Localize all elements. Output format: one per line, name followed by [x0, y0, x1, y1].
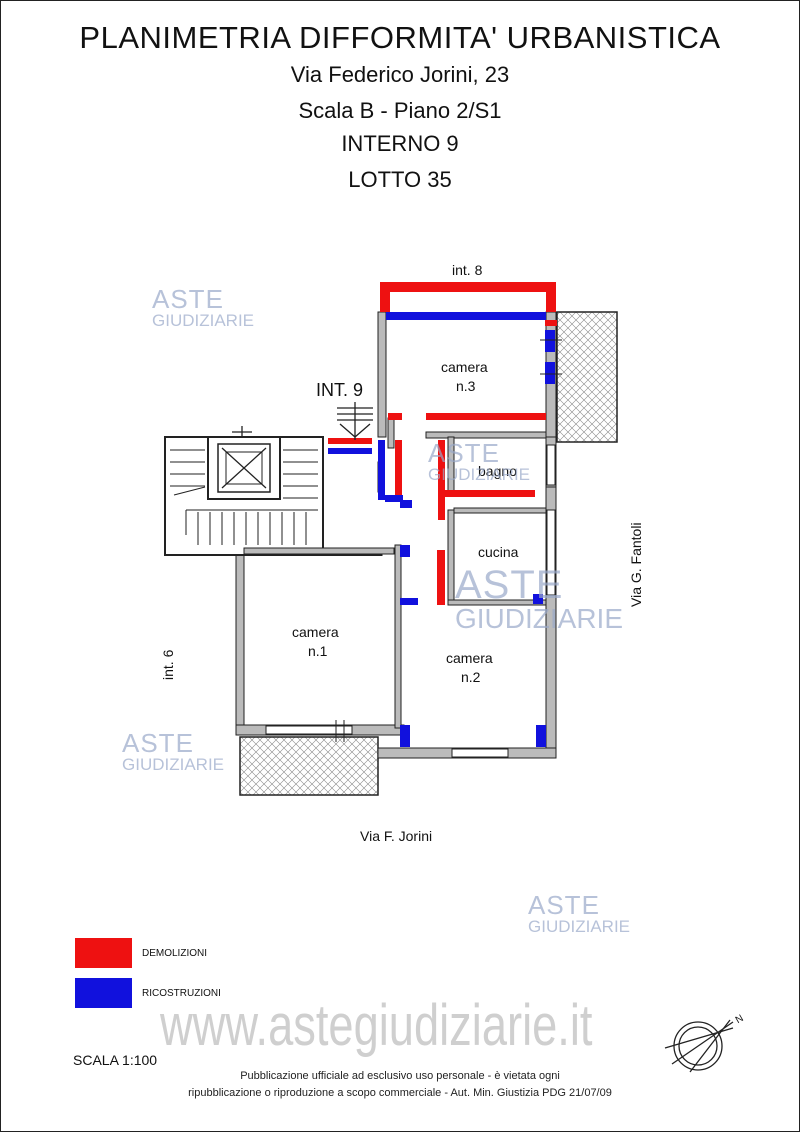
- room-bagno: bagno: [478, 463, 517, 479]
- street-bottom-label: Via F. Jorini: [360, 828, 433, 844]
- lot-number: LOTTO 35: [348, 167, 452, 192]
- address: Via Federico Jorini, 23: [290, 62, 510, 87]
- watermark-logo: ASTE GIUDIZIARIE: [455, 563, 624, 634]
- room-cucina: cucina: [478, 544, 519, 560]
- unit-number: INTERNO 9: [341, 131, 459, 156]
- document-title: PLANIMETRIA DIFFORMITA' URBANISTICA: [79, 20, 721, 55]
- room-camera2-name: camera: [446, 650, 493, 666]
- room-camera2-num: n.2: [461, 669, 481, 685]
- watermark-logo: ASTE GIUDIZIARIE: [528, 890, 631, 936]
- scale-label: SCALA 1:100: [73, 1052, 158, 1068]
- neighbor-left-label: int. 6: [160, 649, 176, 680]
- watermark-logo: ASTE GIUDIZIARIE: [152, 284, 255, 330]
- staircase: [164, 426, 324, 556]
- legend-label-demolitions: DEMOLIZIONI: [142, 948, 208, 959]
- reconstructions: [328, 312, 555, 747]
- entrance-marker: [337, 402, 373, 440]
- legend-label-reconstructions: RICOSTRUZIONI: [142, 988, 221, 999]
- balcony-right: [556, 311, 618, 443]
- demolitions: [328, 282, 557, 605]
- room-camera3-name: camera: [441, 359, 488, 375]
- watermark-logo: ASTE GIUDIZIARIE: [428, 438, 531, 484]
- footer-line-1: Pubblicazione ufficiale ad esclusivo uso…: [240, 1070, 560, 1082]
- room-camera3-num: n.3: [456, 378, 476, 394]
- stair-floor: Scala B - Piano 2/S1: [298, 98, 502, 123]
- watermark-logo: ASTE GIUDIZIARIE: [122, 728, 225, 774]
- room-camera1-num: n.1: [308, 643, 328, 659]
- neighbor-top-label: int. 8: [452, 262, 483, 278]
- legend-swatch-reconstructions: [75, 978, 132, 1008]
- room-camera1-name: camera: [292, 624, 339, 640]
- balcony-bottom: [239, 736, 379, 796]
- footer-line-2: ripubblicazione o riproduzione a scopo c…: [188, 1087, 612, 1099]
- compass-icon: [664, 1019, 734, 1073]
- entrance-label: INT. 9: [316, 380, 364, 400]
- legend-swatch-demolitions: [75, 938, 132, 968]
- street-right-label: Via G. Fantoli: [628, 522, 644, 607]
- watermark-site: www.astegiudiziarie.it: [160, 993, 593, 1058]
